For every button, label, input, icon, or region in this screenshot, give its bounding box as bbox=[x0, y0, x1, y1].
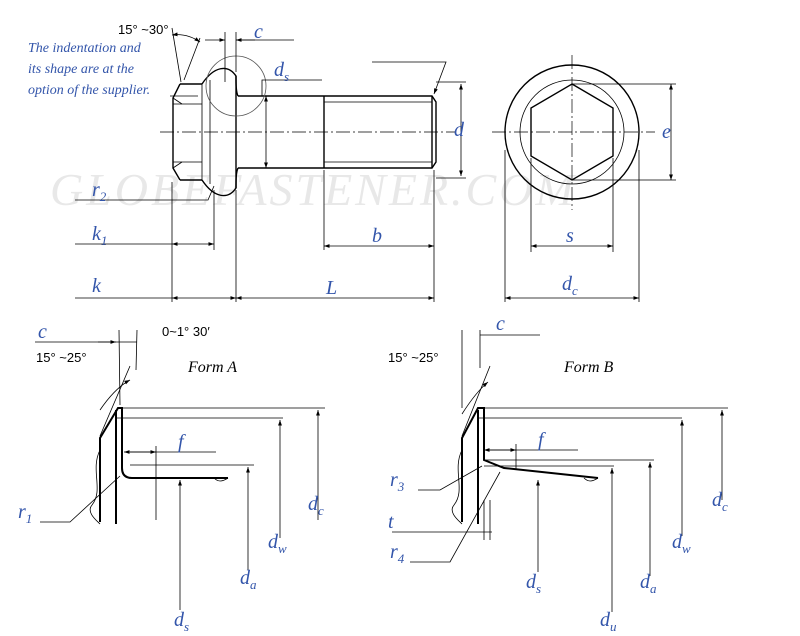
form-a-label-ds: ds bbox=[174, 609, 189, 634]
form-b-label-t: t bbox=[388, 511, 394, 533]
form-a-chamfer-angle: 15° ~25° bbox=[36, 350, 87, 365]
form-b-label-r4: r4 bbox=[390, 541, 405, 566]
indentation-note-line-3: option of the supplier. bbox=[28, 83, 150, 98]
indentation-note-line-1: The indentation and bbox=[28, 41, 142, 56]
side-view bbox=[75, 27, 466, 302]
form-b-label-r3: r3 bbox=[390, 469, 405, 494]
form-a-label-c: c bbox=[38, 321, 47, 343]
form-b-label-da: da bbox=[640, 571, 657, 596]
form-a-label-dc: dc bbox=[308, 493, 324, 518]
form-b-label-c: c bbox=[496, 313, 505, 335]
indentation-note-line-2: its shape are at the bbox=[28, 62, 134, 77]
form-b-label-f: f bbox=[538, 429, 546, 451]
form-a-label-f: f bbox=[178, 431, 186, 453]
form-b-detail bbox=[392, 330, 728, 612]
label-s: s bbox=[566, 225, 574, 247]
form-a-under-head-angle: 0~1° 30′ bbox=[162, 324, 210, 339]
label-b: b bbox=[372, 225, 382, 247]
end-view bbox=[492, 55, 676, 302]
form-a-label-da: da bbox=[240, 567, 257, 592]
label-c: c bbox=[254, 21, 263, 43]
form-b-label-dc: dc bbox=[712, 489, 728, 514]
label-r2: r2 bbox=[92, 179, 107, 204]
form-b-chamfer-angle: 15° ~25° bbox=[388, 350, 439, 365]
label-dc: dc bbox=[562, 273, 578, 298]
head-chamfer-angle: 15° ~30° bbox=[118, 22, 169, 37]
label-L: L bbox=[325, 277, 337, 299]
form-a-detail bbox=[35, 329, 325, 610]
form-a-label-dw: dw bbox=[268, 531, 287, 556]
form-a-label-r1: r1 bbox=[18, 501, 32, 526]
label-e: e bbox=[662, 121, 671, 143]
form-b-title: Form B bbox=[563, 359, 614, 376]
label-k1: k1 bbox=[92, 223, 107, 248]
label-ds: ds bbox=[274, 59, 289, 84]
label-d: d bbox=[454, 119, 465, 141]
watermark: GLOBEFASTENER.COM bbox=[50, 164, 577, 215]
form-b-label-dw: dw bbox=[672, 531, 691, 556]
form-b-label-du: du bbox=[600, 609, 617, 634]
form-b-label-ds: ds bbox=[526, 571, 541, 596]
label-k: k bbox=[92, 275, 102, 297]
form-a-title: Form A bbox=[187, 359, 237, 376]
